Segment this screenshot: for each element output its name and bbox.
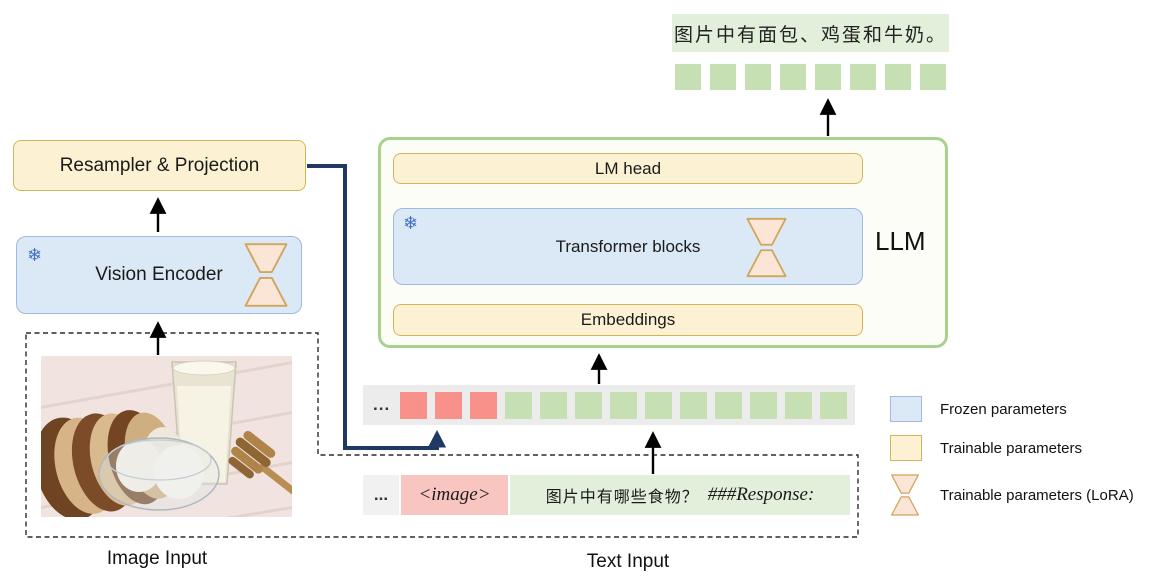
resampler-projection-label: Resampler & Projection [59, 154, 260, 176]
output-token-row [675, 64, 950, 90]
green-token-square [575, 391, 602, 419]
egg-bowl-graphic [98, 427, 220, 511]
snowflake-icon: ❄ [27, 245, 43, 265]
prompt-ellipsis: ... [373, 485, 389, 504]
legend-row-frozen: Frozen parameters [890, 396, 1134, 422]
legend-lora-label: Trainable parameters (LoRA) [940, 486, 1134, 504]
vision-encoder-label: Vision Encoder [95, 264, 223, 285]
image-token-chip: <image> [401, 475, 508, 515]
red-token-square [400, 391, 427, 419]
trainable-swatch-icon [890, 435, 922, 461]
green-token-square [540, 391, 567, 419]
output-sentence-box: 图片中有面包、鸡蛋和牛奶。 [672, 14, 949, 52]
legend: Frozen parameters Trainable parameters T… [890, 396, 1134, 529]
green-token-square [820, 391, 847, 419]
green-token-square [885, 64, 911, 90]
legend-row-lora: Trainable parameters (LoRA) [890, 474, 1134, 516]
text-input-label: Text Input [586, 551, 670, 572]
green-token-square [745, 64, 771, 90]
image-input-label: Image Input [106, 548, 208, 569]
snowflake-icon: ❄ [403, 213, 419, 233]
image-token-label: <image> [418, 484, 491, 505]
green-token-square [780, 64, 806, 90]
prompt-ellipsis-chip: ... [363, 475, 399, 515]
lm-head-box: LM head [393, 153, 863, 184]
food-photo-graphic [41, 356, 292, 517]
red-token-square [435, 391, 462, 419]
green-token-square [815, 64, 841, 90]
green-token-square [710, 64, 736, 90]
green-token-square [610, 391, 637, 419]
legend-frozen-label: Frozen parameters [940, 400, 1067, 418]
prompt-question: 图片中有哪些食物？ [545, 487, 699, 506]
transformer-blocks-box: ❄ Transformer blocks [393, 208, 863, 285]
lora-adapter-icon [244, 243, 288, 307]
embedding-token-row: ... [363, 385, 855, 425]
token-ellipsis: ... [373, 395, 391, 414]
honey-dipper-graphic [228, 430, 292, 496]
green-token-square [715, 391, 742, 419]
transformer-blocks-label: Transformer blocks [555, 236, 701, 256]
green-token-square [920, 64, 946, 90]
embeddings-label: Embeddings [580, 310, 676, 329]
red-token-square [470, 391, 497, 419]
lora-adapter-icon [891, 474, 919, 516]
vision-encoder-box: ❄ Vision Encoder [16, 236, 302, 314]
green-token-square [505, 391, 532, 419]
llm-label: LLM [875, 226, 926, 256]
frozen-swatch-icon [890, 396, 922, 422]
green-token-square [850, 64, 876, 90]
lora-adapter-icon [746, 217, 787, 278]
lm-head-label: LM head [594, 158, 662, 178]
legend-trainable-label: Trainable parameters [940, 439, 1083, 457]
green-token-square [680, 391, 707, 419]
green-token-square [785, 391, 812, 419]
green-token-square [645, 391, 672, 419]
resampler-projection-box: Resampler & Projection [13, 140, 306, 191]
legend-row-trainable: Trainable parameters [890, 435, 1134, 461]
prompt-row: ... <image> 图片中有哪些食物？ ###Response: [363, 475, 850, 515]
input-image-photo [41, 356, 292, 517]
green-token-square [675, 64, 701, 90]
green-token-square [750, 391, 777, 419]
output-sentence: 图片中有面包、鸡蛋和牛奶。 [673, 23, 947, 46]
embeddings-box: Embeddings [393, 304, 863, 336]
text-prompt-chip: 图片中有哪些食物？ ###Response: [510, 475, 850, 515]
prompt-response-marker: ###Response: [707, 484, 815, 505]
llm-container: LM head ❄ Transformer blocks Embeddings … [378, 137, 948, 348]
